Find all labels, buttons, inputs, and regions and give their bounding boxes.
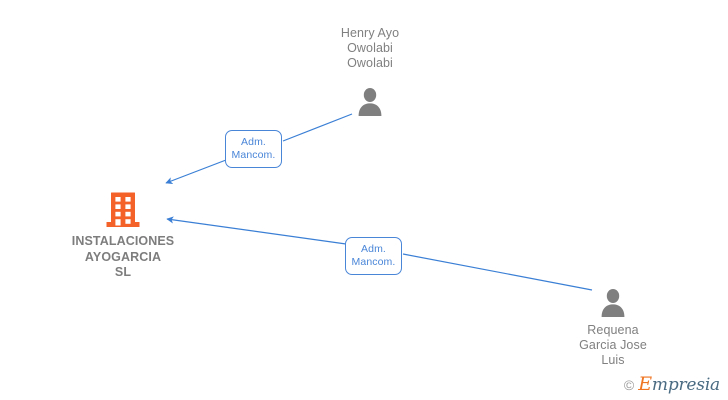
brand-name: Empresia	[638, 375, 720, 394]
node-label-company: INSTALACIONES AYOGARCIA SL	[71, 234, 175, 279]
person-icon-wrap-henry	[290, 80, 450, 116]
person-icon-wrap-requena	[533, 283, 693, 317]
edge-line-requena-company	[402, 253, 593, 291]
person-icon[interactable]	[355, 86, 385, 116]
node-label-requena: Requena Garcia Jose Luis	[579, 323, 647, 367]
copyright-symbol: ©	[623, 376, 635, 393]
brand-rest: mpresia	[651, 375, 720, 395]
building-icon[interactable]	[106, 192, 140, 230]
edge-label-line2: Mancom.	[231, 149, 276, 161]
edge-label-henry-company[interactable]: Adm. Mancom.	[225, 130, 282, 168]
edge-label-line2: Mancom.	[351, 256, 396, 268]
person-icon[interactable]	[598, 287, 628, 317]
brand-initial: E	[638, 373, 652, 395]
edge-label-line1: Adm.	[361, 243, 386, 255]
edge-line-henry-company	[282, 113, 353, 142]
node-company-instalaciones[interactable]: INSTALACIONES AYOGARCIA SL	[38, 190, 208, 281]
edge-label-requena-company[interactable]: Adm. Mancom.	[345, 237, 402, 275]
edge-line-requena-company-arrow	[166, 216, 347, 245]
watermark-empresia: © Empresia	[624, 375, 720, 394]
building-icon-wrap	[38, 190, 208, 230]
node-person-henry[interactable]: Henry Ayo Owolabi Owolabi	[290, 26, 450, 116]
node-person-requena[interactable]: Requena Garcia Jose Luis	[533, 283, 693, 368]
node-label-henry: Henry Ayo Owolabi Owolabi	[340, 26, 400, 70]
edge-line-henry-company-arrow	[165, 159, 227, 185]
edge-label-line1: Adm.	[241, 136, 266, 148]
